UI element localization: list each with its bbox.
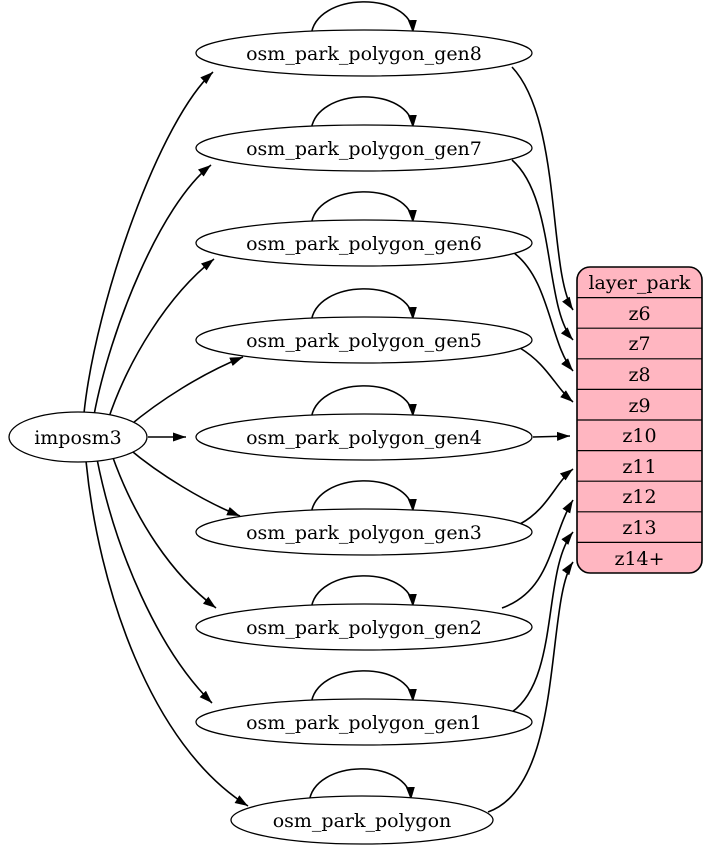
layer-row-z9: z9 bbox=[628, 395, 650, 417]
node-label-gen7: osm_park_polygon_gen7 bbox=[246, 138, 482, 160]
edge-osm-park-polygon-to-z14 bbox=[487, 561, 574, 813]
node-osm-park-polygon: osm_park_polygon bbox=[230, 795, 494, 845]
node-label-gen5: osm_park_polygon_gen5 bbox=[246, 330, 482, 352]
node-osm-park-polygon-gen2: osm_park_polygon_gen2 bbox=[195, 603, 533, 651]
layer-row-z8: z8 bbox=[628, 364, 650, 386]
node-label-osm-park-polygon: osm_park_polygon bbox=[273, 810, 452, 832]
edge-gen4-to-z10 bbox=[532, 431, 571, 441]
self-loop-osm-park-polygon bbox=[308, 768, 415, 804]
edge-imposm3-to-gen2 bbox=[111, 454, 217, 609]
layer-row-z6: z6 bbox=[628, 303, 650, 325]
node-label-gen3: osm_park_polygon_gen3 bbox=[246, 522, 482, 544]
edge-imposm3-to-gen5 bbox=[127, 356, 244, 428]
node-osm-park-polygon-gen8: osm_park_polygon_gen8 bbox=[195, 29, 533, 77]
self-loop-gen2 bbox=[310, 575, 417, 611]
self-loop-gen3 bbox=[310, 480, 417, 516]
edge-gen8-to-z6 bbox=[511, 66, 574, 311]
layer-row-z11: z11 bbox=[622, 456, 656, 478]
layer-row-z13: z13 bbox=[622, 517, 656, 539]
layer-park-header: layer_park bbox=[588, 272, 691, 294]
layer-row-z7: z7 bbox=[628, 333, 650, 355]
self-loop-gen4 bbox=[310, 385, 417, 421]
node-ellipse-gen8 bbox=[195, 29, 533, 77]
node-osm-park-polygon-gen6: osm_park_polygon_gen6 bbox=[195, 219, 533, 267]
node-ellipse-gen6 bbox=[195, 219, 533, 267]
self-loop-gen5 bbox=[310, 288, 417, 324]
node-label-gen4: osm_park_polygon_gen4 bbox=[246, 427, 482, 449]
node-osm-park-polygon-gen3: osm_park_polygon_gen3 bbox=[195, 508, 533, 556]
edge-imposm3-to-osm-park-polygon bbox=[85, 460, 249, 807]
edge-imposm3-to-gen1 bbox=[96, 458, 213, 704]
layer-row-z10: z10 bbox=[622, 425, 656, 447]
edge-imposm3-to-gen6 bbox=[107, 258, 215, 421]
node-osm-park-polygon-gen5: osm_park_polygon_gen5 bbox=[195, 316, 533, 364]
self-loop-gen8 bbox=[310, 1, 417, 37]
edge-gen1-to-z13 bbox=[511, 531, 574, 713]
self-loop-edges bbox=[308, 1, 417, 804]
edge-gen3-to-z11 bbox=[519, 468, 574, 525]
node-osm-park-polygon-gen7: osm_park_polygon_gen7 bbox=[195, 124, 533, 172]
self-loop-gen7 bbox=[310, 96, 417, 132]
layer-park-table: layer_park z6 z7 z8 z9 z10 z11 z12 z13 z… bbox=[576, 266, 703, 574]
self-loop-gen1 bbox=[310, 670, 417, 706]
node-label-gen1: osm_park_polygon_gen1 bbox=[246, 712, 482, 734]
node-ellipse-gen5 bbox=[195, 316, 533, 364]
edge-gen5-to-z9 bbox=[519, 347, 574, 403]
edge-gen7-to-z7 bbox=[511, 159, 574, 341]
node-label-gen6: osm_park_polygon_gen6 bbox=[246, 233, 482, 255]
node-label-gen8: osm_park_polygon_gen8 bbox=[246, 43, 482, 65]
edge-imposm3-to-gen7 bbox=[93, 164, 212, 416]
edge-imposm3-to-gen8 bbox=[83, 71, 214, 414]
node-ellipse-gen3 bbox=[195, 508, 533, 556]
node-ellipse-osm-park-polygon bbox=[230, 795, 494, 845]
edge-gen2-to-z12 bbox=[501, 499, 574, 609]
self-loop-gen6 bbox=[310, 191, 417, 227]
node-ellipse-gen1 bbox=[195, 698, 533, 746]
edges-from-source bbox=[83, 71, 249, 807]
node-ellipse-gen4 bbox=[195, 413, 533, 461]
layer-row-z14: z14+ bbox=[614, 548, 664, 570]
node-ellipse-gen7 bbox=[195, 124, 533, 172]
edges-to-layer bbox=[487, 66, 574, 813]
node-imposm3: imposm3 bbox=[8, 411, 148, 463]
edge-imposm3-to-gen3 bbox=[127, 447, 241, 517]
layer-row-z12: z12 bbox=[622, 486, 656, 508]
node-label-imposm3: imposm3 bbox=[34, 427, 122, 449]
node-label-gen2: osm_park_polygon_gen2 bbox=[246, 617, 482, 639]
node-ellipse-gen2 bbox=[195, 603, 533, 651]
edge-gen6-to-z8 bbox=[513, 252, 574, 372]
node-osm-park-polygon-gen4: osm_park_polygon_gen4 bbox=[195, 413, 533, 461]
node-osm-park-polygon-gen1: osm_park_polygon_gen1 bbox=[195, 698, 533, 746]
node-ellipse-imposm3 bbox=[8, 411, 148, 463]
